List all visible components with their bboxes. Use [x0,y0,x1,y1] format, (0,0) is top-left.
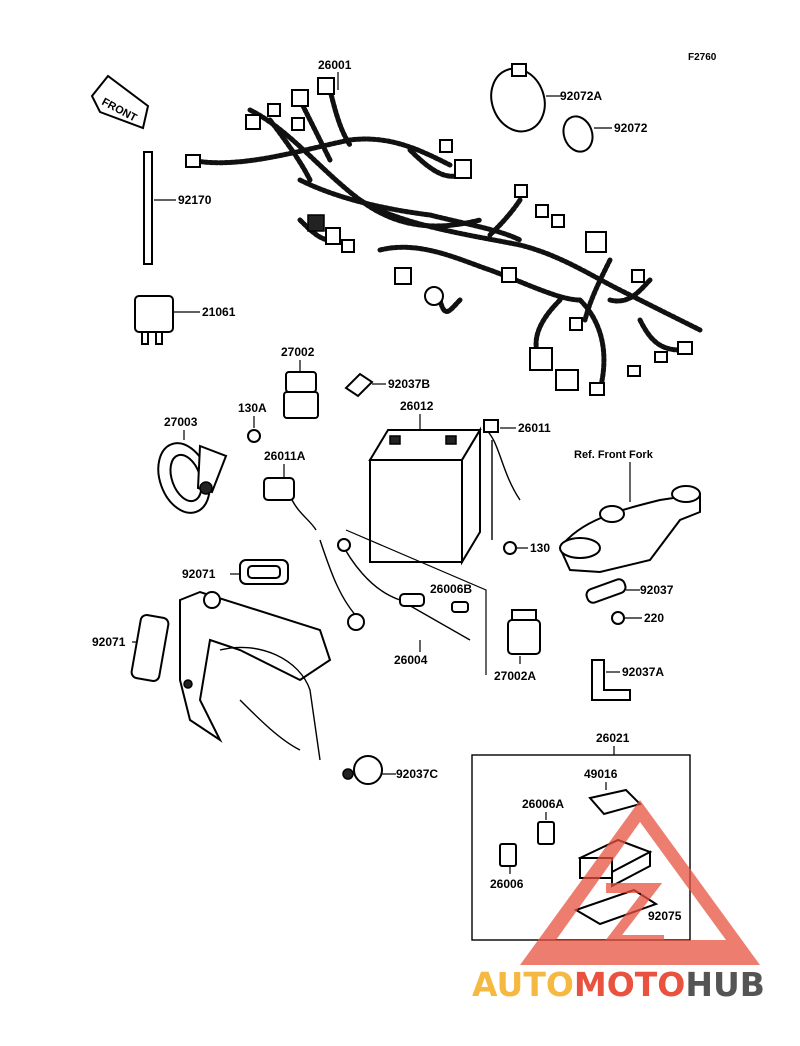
label-92072: 92072 [614,121,648,135]
label-26004: 26004 [394,653,428,667]
cable-26011A-icon [263,477,317,531]
label-26021: 26021 [596,731,630,745]
label-92071-top: 92071 [182,567,216,581]
rubber-cap-92071-icon [239,559,289,585]
label-92037B: 92037B [388,377,430,391]
cable-26011-icon [483,419,521,540]
label-26006: 26006 [490,877,524,891]
label-21061: 21061 [202,305,236,319]
label-26011: 26011 [518,421,551,435]
label-92037: 92037 [640,583,674,597]
fuse-26006B-icon [451,601,469,613]
fork-bracket-icon [558,485,701,574]
watermark-part2: MOTO [574,965,685,1004]
label-26011A: 26011A [264,449,306,463]
clip-92037C-icon [342,755,383,785]
relay-21061-icon [134,295,174,345]
cable-26004-icon [319,538,471,641]
label-27002A: 27002A [494,669,536,683]
label-130: 130 [530,541,550,555]
watermark-text: AUTOMOTOHUB [472,965,765,1004]
battery-26012-icon [368,426,482,566]
label-49016: 49016 [584,767,618,781]
clamp-92037B-icon [344,372,374,398]
bracket-92037-icon [585,578,627,604]
label-26006B: 26006B [430,582,472,596]
strap-92170-icon [143,151,153,265]
label-26012: 26012 [400,399,434,413]
label-92071-side: 92071 [92,635,126,649]
watermark-part1: AUTO [472,965,574,1004]
label-27003: 27003 [164,415,198,429]
label-92075: 92075 [648,909,682,923]
label-26001: 26001 [318,58,352,72]
fuse-box-cover-92075-icon [573,888,659,926]
bracket-92037A-icon [591,659,631,701]
label-27002: 27002 [281,345,315,359]
clamp-92072A-icon [490,63,546,133]
unit-27002A-icon [507,609,541,655]
bolt-220-icon [611,611,625,625]
front-arrow-icon: FRONT [90,74,150,130]
label-220: 220 [644,611,664,625]
figure-code: F2760 [688,52,717,63]
watermark-part3: HUB [685,965,765,1004]
bolt-130A-icon [247,429,261,443]
unit-27002-icon [283,371,319,419]
watermark-logo [520,800,760,965]
label-92037A: 92037A [622,665,664,679]
label-92170: 92170 [178,193,212,207]
label-92072A: 92072A [560,89,602,103]
reference-front-fork: Ref. Front Fork [574,449,654,461]
label-26006A: 26006A [522,797,564,811]
rubber-cap-92071-side-icon [130,614,170,682]
bolt-130-icon [503,541,517,555]
fuse-26006-icon [499,843,517,867]
harness-connectors [185,77,693,396]
label-130A: 130A [238,401,267,415]
label-92037C: 92037C [396,767,438,781]
frame-section [179,590,332,761]
fuse-26006A-icon [537,821,555,845]
main-wiring-harness [187,87,703,393]
clamp-92072-icon [562,115,594,153]
horn-27003-icon [157,442,228,514]
